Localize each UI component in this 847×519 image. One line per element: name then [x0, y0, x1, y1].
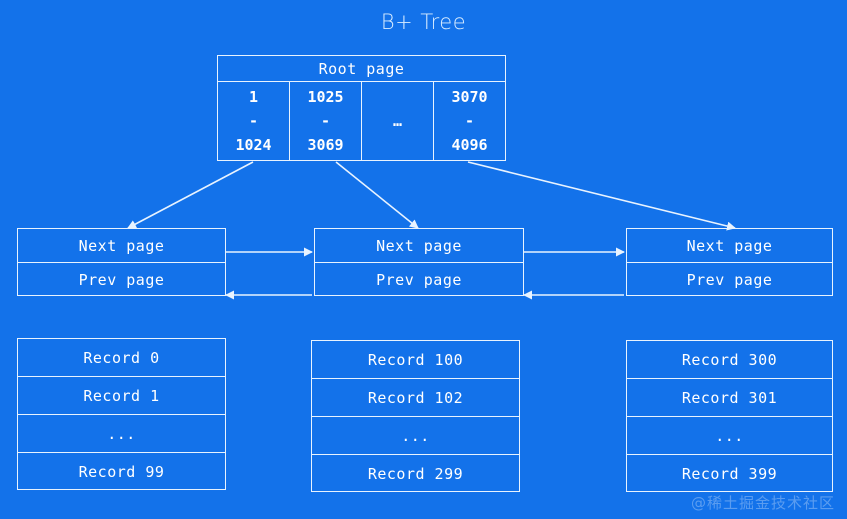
edge-root-to-leaf-middle — [335, 161, 419, 229]
root-cell-1-high: 3069 — [307, 136, 344, 154]
leaf-middle-next-page[interactable]: Next page — [315, 229, 523, 263]
record-row[interactable]: Record 102 — [312, 379, 519, 417]
edge-root-to-leaf-left — [127, 161, 254, 229]
page-title: B+ Tree — [380, 10, 467, 34]
record-row[interactable]: Record 299 — [367, 465, 464, 483]
root-cell-0[interactable]: 1 - 1024 — [218, 82, 290, 160]
root-cell-3-low: 3070 — [451, 88, 488, 106]
leaf-left-next-page[interactable]: Next page — [18, 229, 225, 263]
record-row[interactable]: Record 1 — [18, 377, 225, 415]
root-cell-1[interactable]: 1025 - 3069 — [290, 82, 362, 160]
leaf-page-node-right: Next page Prev page — [626, 228, 833, 296]
root-cell-2-dash: … — [392, 112, 403, 130]
root-cell-3[interactable]: 3070 - 4096 — [434, 82, 505, 160]
leaf-middle-prev-page[interactable]: Prev page — [376, 271, 462, 289]
root-cell-0-high: 1024 — [235, 136, 272, 154]
record-row[interactable]: Record 300 — [627, 341, 832, 379]
record-row[interactable]: ... — [312, 417, 519, 455]
root-cell-0-low: 1 — [248, 88, 259, 106]
record-box-left: Record 0 Record 1 ... Record 99 — [17, 338, 226, 490]
watermark: @稀土掘金技术社区 — [690, 494, 835, 512]
leaf-page-node-middle: Next page Prev page — [314, 228, 524, 296]
record-row[interactable]: Record 301 — [627, 379, 832, 417]
record-row[interactable]: Record 399 — [681, 465, 778, 483]
root-page-node: Root page 1 - 1024 1025 - 3069 … 3070 - … — [217, 55, 506, 161]
root-cell-1-dash: - — [320, 112, 331, 130]
root-cell-3-high: 4096 — [451, 136, 488, 154]
record-row[interactable]: Record 100 — [312, 341, 519, 379]
record-row[interactable]: Record 0 — [18, 339, 225, 377]
record-box-right: Record 300 Record 301 ... Record 399 — [626, 340, 833, 492]
root-page-header: Root page — [218, 56, 505, 82]
edge-root-to-leaf-right — [467, 161, 736, 231]
root-cell-3-dash: - — [464, 112, 475, 130]
root-page-cells: 1 - 1024 1025 - 3069 … 3070 - 4096 — [218, 82, 505, 160]
leaf-right-prev-page[interactable]: Prev page — [686, 271, 773, 289]
leaf-right-next-page[interactable]: Next page — [627, 229, 832, 263]
root-cell-2-ellipsis[interactable]: … — [362, 82, 434, 160]
record-row[interactable]: Record 99 — [78, 463, 165, 481]
record-box-middle: Record 100 Record 102 ... Record 299 — [311, 340, 520, 492]
root-cell-1-low: 1025 — [307, 88, 344, 106]
record-row[interactable]: ... — [18, 415, 225, 453]
leaf-page-node-left: Next page Prev page — [17, 228, 226, 296]
root-cell-0-dash: - — [248, 112, 259, 130]
record-row[interactable]: ... — [627, 417, 832, 455]
leaf-left-prev-page[interactable]: Prev page — [78, 271, 165, 289]
